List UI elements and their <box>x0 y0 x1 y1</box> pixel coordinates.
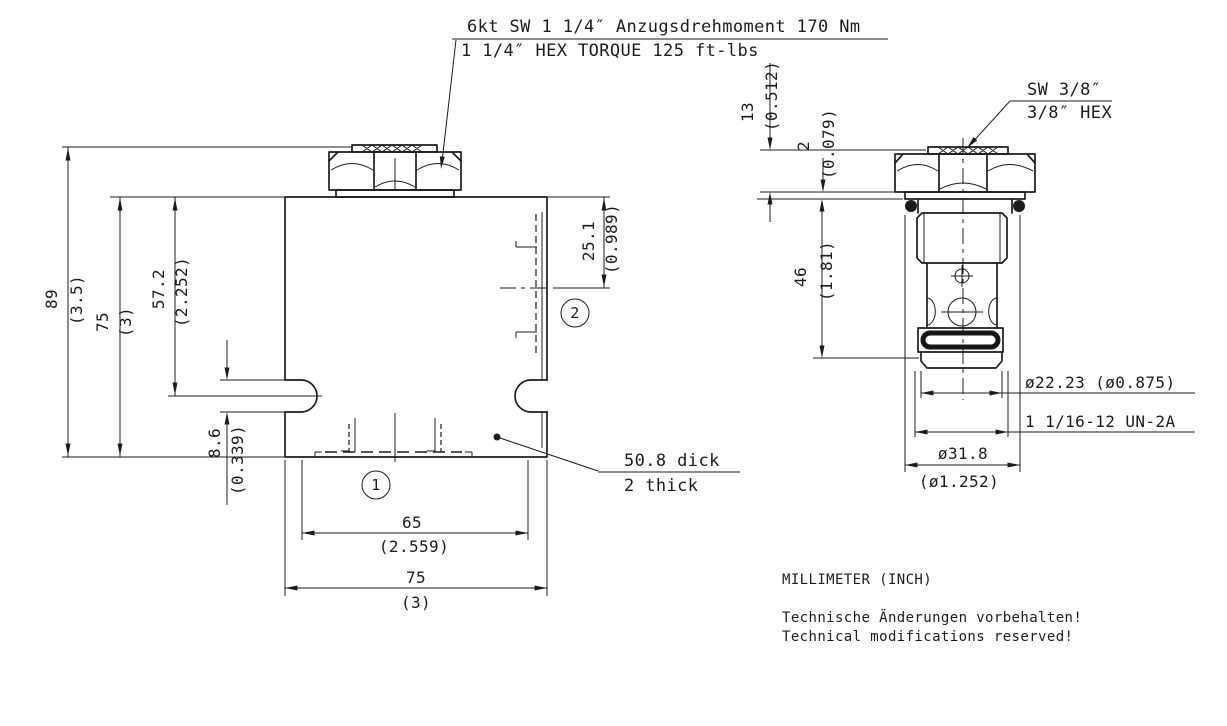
dim-nut-height-in: (0.512) <box>762 61 781 131</box>
upper-o-ring-right <box>1013 200 1025 212</box>
hex-note-leader <box>970 101 1010 145</box>
o-ring-groove <box>918 328 1003 352</box>
dim-hex-diameter-mm: ø31.8 <box>938 444 988 463</box>
torque-note-arrow <box>438 156 445 170</box>
side-hole-left <box>927 298 935 325</box>
lower-o-ring <box>923 333 998 347</box>
dim-port2-depth-mm: 25.1 <box>579 221 598 261</box>
nose-section <box>921 352 1002 368</box>
hex-nut-side-chamfer-arcs <box>897 165 1033 190</box>
front-view-dimensions: 89 (3.5) 75 (3) 57.2 (2.252) 8.6 (0.339)… <box>42 147 621 612</box>
dim-nut-height-mm: 13 <box>738 102 757 122</box>
dim-inner-width-in: (2.559) <box>379 537 449 556</box>
side-hole-right <box>989 298 997 325</box>
washer-side <box>905 192 1025 199</box>
dim-total-height-in: (3.5) <box>67 275 86 325</box>
balloon-port-2-label: 2 <box>570 304 579 322</box>
side-view <box>895 138 1035 400</box>
port-1-hidden-lines <box>315 413 472 462</box>
front-view <box>285 145 547 462</box>
thread-minor-lines <box>924 213 1000 263</box>
pilot-hole-crosshair <box>951 265 973 287</box>
block-outline <box>285 197 547 457</box>
dim-outer-width-mm: 75 <box>406 568 426 587</box>
units-note: MILLIMETER (INCH) <box>782 572 932 588</box>
hex-nut-front-faces <box>329 152 461 190</box>
dim-hex-diameter-in: (ø1.252) <box>919 472 999 491</box>
annotations: 6kt SW 1 1/4″ Anzugsdrehmoment 170 Nm 1 … <box>362 17 1112 645</box>
dim-nose-diameter: ø22.23 (ø0.875) <box>1025 373 1176 392</box>
thickness-note-dot <box>493 433 501 441</box>
dim-block-height-mm: 75 <box>93 312 112 332</box>
hex-note-de: SW 3/8″ <box>1027 80 1101 100</box>
balloon-port-1-label: 1 <box>371 476 380 494</box>
valve-body <box>927 263 997 328</box>
cap-seal-front <box>352 145 437 152</box>
dim-outer-width-in: (3) <box>401 593 431 612</box>
dim-total-height-mm: 89 <box>42 289 61 309</box>
hex-note-en: 3/8″ HEX <box>1027 103 1112 123</box>
port-2-hidden-lines <box>500 212 547 448</box>
dim-block-height-in: (3) <box>116 307 135 337</box>
dim-washer-thk-in: (0.079) <box>819 109 838 179</box>
torque-note-en: 1 1/4″ HEX TORQUE 125 ft-lbs <box>461 41 759 61</box>
upper-o-ring-left <box>905 200 917 212</box>
dim-slot-center-in: (2.252) <box>172 257 191 327</box>
dim-cartridge-len-mm: 46 <box>791 267 810 287</box>
washer-front <box>336 190 454 197</box>
hex-nut-side <box>895 154 1035 192</box>
dim-slot-width-mm: 8.6 <box>205 428 224 458</box>
disclaimer-en: Technical modifications reserved! <box>782 629 1073 645</box>
dim-thread-spec: 1 1/16-12 UN-2A <box>1025 412 1176 431</box>
thread-section <box>917 213 1007 263</box>
cap-seal-side-knurl <box>938 147 998 154</box>
dim-slot-width-in: (0.339) <box>228 425 247 495</box>
dim-inner-width-mm: 65 <box>402 513 422 532</box>
right-mount-slot <box>515 380 547 412</box>
thickness-note-en: 2 thick <box>624 476 698 496</box>
dim-cartridge-len-in: (1.81) <box>817 241 836 301</box>
balloon-port-2-circle <box>561 299 589 327</box>
torque-note-leader <box>442 40 456 162</box>
balloon-port-1-circle <box>362 471 390 499</box>
thickness-note-leader <box>497 437 598 471</box>
torque-note-de: 6kt SW 1 1/4″ Anzugsdrehmoment 170 Nm <box>467 17 861 37</box>
side-view-dimensions: 13 (0.512) 2 (0.079) 46 (1.81) ø22.23 (ø… <box>738 61 1195 491</box>
disclaimer-de: Technische Änderungen vorbehalten! <box>782 608 1082 626</box>
cap-seal-front-knurl <box>362 145 422 152</box>
thickness-note-de: 50.8 dick <box>624 451 720 471</box>
dim-slot-center-mm: 57.2 <box>149 269 168 309</box>
hex-nut-side-faces <box>895 154 1035 192</box>
cartridge-neck <box>918 199 1012 213</box>
dim-port2-depth-in: (0.989) <box>602 204 621 274</box>
dim-washer-thk-mm: 2 <box>794 141 813 151</box>
